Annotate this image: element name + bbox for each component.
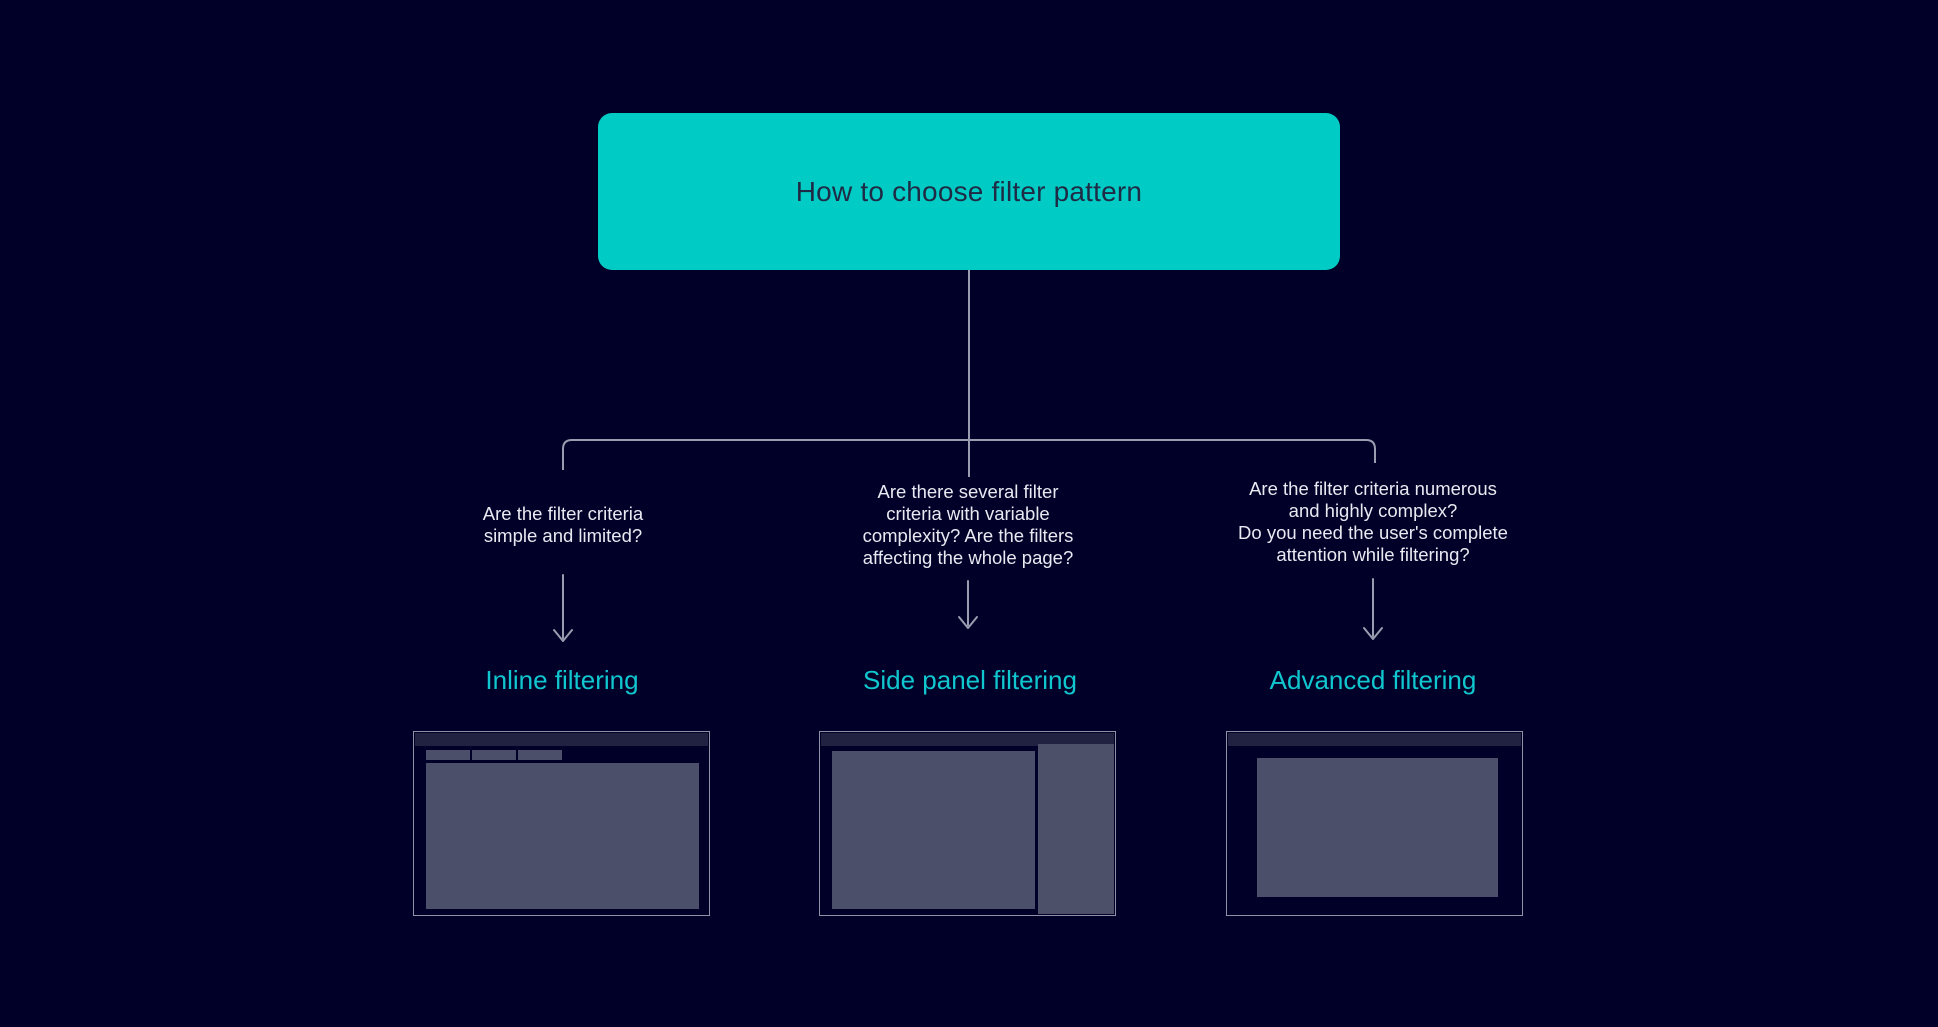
root-node: How to choose filter pattern	[598, 113, 1340, 270]
browser-titlebar	[821, 733, 1114, 746]
pattern-label-advanced-filtering[interactable]: Advanced filtering	[1269, 665, 1477, 695]
root-node-title: How to choose filter pattern	[795, 175, 1143, 207]
inline-filter-chips	[426, 750, 562, 760]
question-inline-filtering: Are the filter criteria simple and limit…	[482, 503, 644, 546]
browser-titlebar	[415, 733, 708, 746]
filter-chip	[518, 750, 562, 760]
pattern-label-inline-filtering[interactable]: Inline filtering	[485, 665, 639, 695]
arrow-down-icon	[553, 574, 573, 642]
filter-chip	[426, 750, 470, 760]
content-area	[832, 751, 1035, 909]
pattern-label-side-panel-filtering[interactable]: Side panel filtering	[863, 665, 1077, 695]
filter-modal	[1257, 758, 1498, 897]
advanced-filtering-thumbnail	[1226, 731, 1523, 916]
arrow-down-icon	[958, 580, 978, 629]
side-panel-filtering-thumbnail	[819, 731, 1116, 916]
filter-side-panel	[1038, 744, 1114, 914]
arrow-down-icon	[1363, 578, 1383, 640]
branch-line	[562, 439, 1376, 470]
inline-filtering-thumbnail	[413, 731, 710, 916]
content-area	[426, 763, 699, 909]
browser-titlebar	[1228, 733, 1521, 746]
question-side-panel-filtering: Are there several filter criteria with v…	[862, 481, 1074, 568]
filter-chip	[472, 750, 516, 760]
question-advanced-filtering: Are the filter criteria numerous and hig…	[1238, 478, 1508, 565]
